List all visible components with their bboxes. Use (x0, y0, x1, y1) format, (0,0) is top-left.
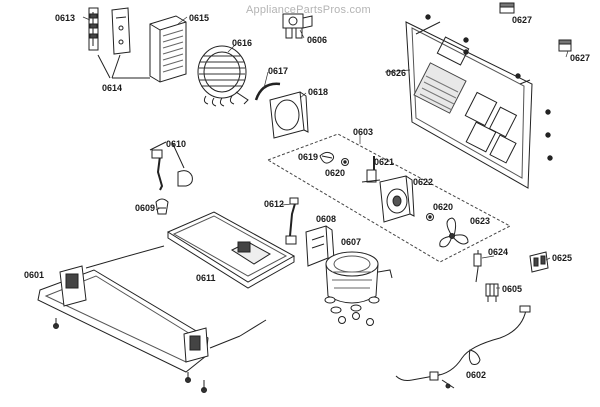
watermark-text: AppliancePartsPros.com (246, 4, 371, 16)
part-label-0606[interactable]: 0606 (307, 35, 328, 45)
part-0607-compressor-drawing (324, 251, 393, 326)
part-label-0612[interactable]: 0612 (264, 199, 285, 209)
part-0602-power-cord-drawing (395, 305, 531, 389)
part-0606-valve-drawing (282, 13, 313, 39)
part-0615-box-drawing (149, 15, 187, 83)
part-0613-bracket-drawing (88, 7, 99, 51)
part-0601-base-frame-drawing (37, 245, 267, 393)
part-label-0623[interactable]: 0623 (470, 216, 491, 226)
part-0627-block-drawing (499, 2, 572, 52)
part-0617-gasket-drawing (254, 82, 281, 101)
part-label-0603[interactable]: 0603 (353, 127, 374, 137)
part-0610-fittings-drawing (149, 141, 193, 191)
part-label-0613[interactable]: 0613 (55, 13, 76, 23)
part-label-0620-lower[interactable]: 0620 (433, 202, 454, 212)
part-0611-tray-drawing (166, 211, 296, 289)
part-0622-motor-drawing (379, 175, 415, 223)
part-label-0621[interactable]: 0621 (374, 157, 395, 167)
part-label-0609[interactable]: 0609 (135, 203, 156, 213)
part-0623-fan-blade-drawing (439, 217, 469, 248)
part-0609-holder-drawing (155, 198, 169, 215)
part-0621-mount-drawing (361, 156, 381, 183)
part-label-0616[interactable]: 0616 (232, 38, 253, 48)
part-0618-shroud-drawing (269, 91, 309, 139)
part-label-0620-upper[interactable]: 0620 (325, 168, 346, 178)
part-0624-sensor-drawing (473, 250, 482, 283)
part-0608-relay-drawing (305, 225, 335, 267)
part-label-0614[interactable]: 0614 (102, 83, 123, 93)
part-label-0611[interactable]: 0611 (196, 273, 216, 283)
part-label-0602[interactable]: 0602 (466, 370, 487, 380)
part-label-0627-right[interactable]: 0627 (570, 53, 591, 63)
part-label-0626[interactable]: 0626 (386, 68, 407, 78)
part-0625-connector-drawing (529, 251, 549, 273)
part-label-0624[interactable]: 0624 (488, 247, 509, 257)
part-0603-assembly-outline (266, 133, 512, 263)
part-label-0607[interactable]: 0607 (341, 237, 362, 247)
part-label-0625[interactable]: 0625 (552, 253, 573, 263)
part-0619-drawing (319, 151, 335, 164)
part-0620-nut-drawing (341, 158, 434, 221)
part-0626-panel-drawing (405, 14, 553, 189)
part-0614-bracket-drawing (97, 7, 150, 79)
part-label-0622[interactable]: 0622 (413, 177, 434, 187)
part-label-0618[interactable]: 0618 (308, 87, 329, 97)
part-label-0608[interactable]: 0608 (316, 214, 337, 224)
part-label-0619[interactable]: 0619 (298, 152, 319, 162)
part-0605-terminal-drawing (485, 283, 499, 302)
part-label-0615[interactable]: 0615 (189, 13, 210, 23)
leader-lines (82, 16, 569, 377)
part-label-0617[interactable]: 0617 (268, 66, 289, 76)
part-0612-tube-drawing (285, 197, 299, 245)
part-label-0627-top[interactable]: 0627 (512, 15, 533, 25)
part-0616-coil-drawing (197, 45, 249, 107)
part-label-0601[interactable]: 0601 (24, 270, 45, 280)
part-label-0605[interactable]: 0605 (502, 284, 523, 294)
part-label-0610[interactable]: 0610 (166, 139, 187, 149)
